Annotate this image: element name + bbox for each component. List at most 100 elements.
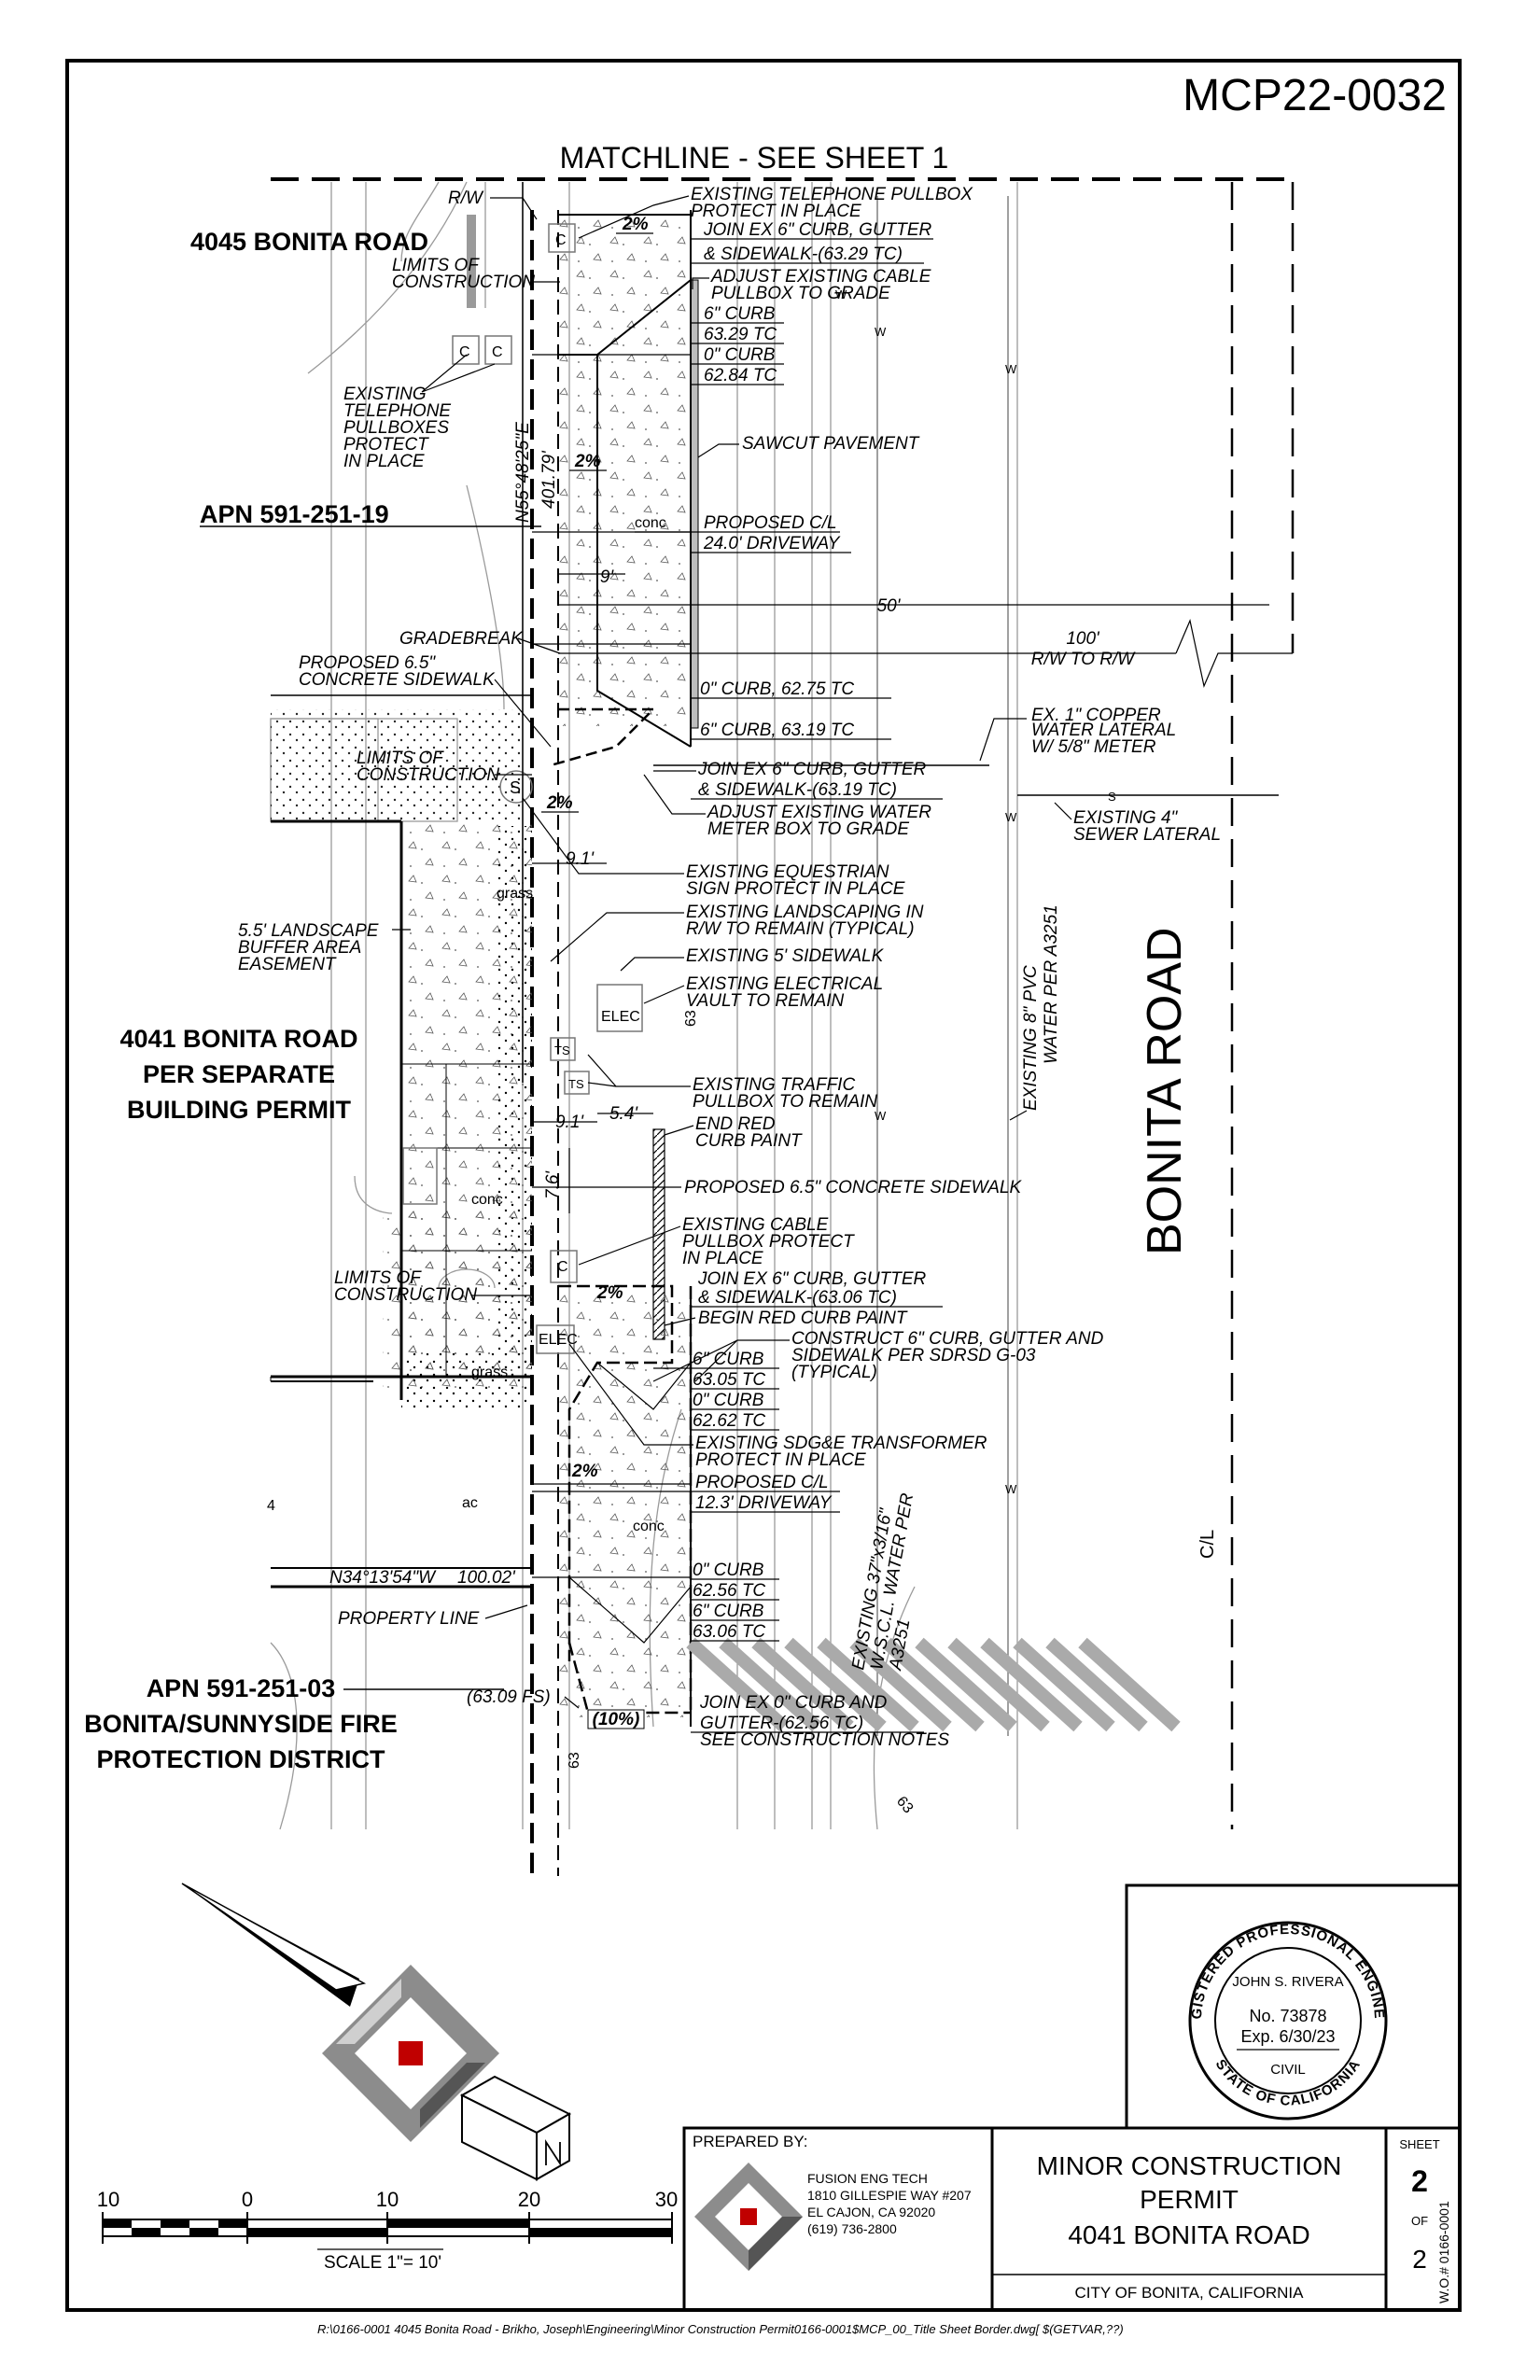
note-pvc-l2: WATER PER A3251 <box>1042 904 1061 1064</box>
centerline-label: C/L <box>1197 1530 1218 1559</box>
s-tag: S <box>1108 790 1116 804</box>
elev-63: 63 <box>893 1794 917 1817</box>
note-join-2-l2: & SIDEWALK-(63.19 TC) <box>698 780 897 800</box>
parcel-4041-l2: PER SEPARATE <box>143 1060 335 1088</box>
note-join-1-l1: JOIN EX 6" CURB, GUTTER <box>703 220 932 240</box>
pullboxes-l4: PROTECT <box>343 435 429 455</box>
apn-19: APN 591-251-19 <box>200 500 389 528</box>
existing-linework <box>270 181 1018 1830</box>
note-cable-l2: PULLBOX TO GRADE <box>711 284 890 303</box>
title-line-1: MINOR CONSTRUCTION <box>1037 2151 1342 2180</box>
w-tag: W <box>835 287 847 301</box>
note-begin-red: BEGIN RED CURB PAINT <box>698 1309 908 1328</box>
fire-district-l2: PROTECTION DISTRICT <box>97 1745 386 1773</box>
title-block-frame <box>682 1883 1462 2312</box>
note-join-2-l1: JOIN EX 6" CURB, GUTTER <box>697 760 927 779</box>
dim-rw-to-rw: R/W TO R/W <box>1031 650 1137 669</box>
scale-tick-20: 20 <box>518 2188 540 2211</box>
limits-2-l2: CONSTRUCTION <box>357 765 499 785</box>
ac-tag: ac <box>462 1495 478 1511</box>
note-meter-l2: METER BOX TO GRADE <box>707 819 909 839</box>
prop-sidewalk-l2: CONCRETE SIDEWALK <box>299 670 496 690</box>
pullboxes-l2: TELEPHONE <box>343 401 451 421</box>
landscape-l2: BUFFER AREA <box>238 938 361 958</box>
note-join-1-l2: & SIDEWALK-(63.29 TC) <box>704 245 903 264</box>
preparer-phone: (619) 736-2800 <box>807 2221 897 2236</box>
pullbox-c: C <box>459 344 470 360</box>
note-equestrian-l1: EXISTING EQUESTRIAN <box>686 862 889 882</box>
slope-2pct: 2% <box>596 1283 623 1303</box>
note-sewer-l1: EXISTING 4" <box>1073 808 1179 828</box>
title-line-3: 4041 BONITA ROAD <box>1068 2220 1309 2249</box>
w-tag: W <box>1005 810 1017 824</box>
elec-tag: ELEC <box>539 1332 578 1348</box>
prop-sidewalk-l1: PROPOSED 6.5" <box>299 653 436 673</box>
parcel-4045: 4045 BONITA ROAD <box>190 228 428 256</box>
dim-9-1ft: 9.1' <box>555 1113 584 1132</box>
note-curb-1a: 6" CURB <box>704 304 776 324</box>
contour-4: 4 <box>267 1498 275 1514</box>
gutter-hatch <box>686 1637 1181 1732</box>
note-end-red-l1: END RED <box>695 1114 776 1134</box>
note-join-4-l3: SEE CONSTRUCTION NOTES <box>700 1730 949 1750</box>
pullbox-c: C <box>557 1259 568 1275</box>
note-cl-12-l1: PROPOSED C/L <box>695 1473 829 1492</box>
limits-1-l2: CONSTRUCTION <box>392 273 535 292</box>
note-curb-1c: 0" CURB <box>704 345 776 365</box>
dim-50ft: 50' <box>877 596 902 616</box>
preparer-address: 1810 GILLESPIE WAY #207 <box>807 2188 972 2203</box>
limits-2-l1: LIMITS OF <box>357 749 444 768</box>
elec-vault: ELEC <box>601 1009 640 1025</box>
w-tag: W <box>1005 362 1017 376</box>
scale-tick-10: 10 <box>376 2188 399 2211</box>
stamp-name: JOHN S. RIVERA <box>1232 1974 1343 1990</box>
distance-bottom: 100.02' <box>457 1568 516 1588</box>
right-callouts: EXISTING TELEPHONE PULLBOX PROTECT IN PL… <box>522 185 1221 1750</box>
prepared-by-header: PREPARED BY: <box>693 2133 807 2150</box>
note-landscaping-l2: R/W TO REMAIN (TYPICAL) <box>686 919 915 939</box>
note-join-3-l2: & SIDEWALK-(63.06 TC) <box>698 1288 897 1308</box>
preparer-city: EL CAJON, CA 92020 <box>807 2205 935 2219</box>
note-curb-2b: 63.05 TC <box>693 1370 765 1390</box>
slope-2pct: 2% <box>546 793 573 813</box>
note-prop-65-sidewalk: PROPOSED 6.5" CONCRETE SIDEWALK <box>684 1178 1022 1197</box>
sheet-total: 2 <box>1412 2245 1427 2274</box>
note-equestrian-l2: SIGN PROTECT IN PLACE <box>686 879 905 899</box>
sheet-label: SHEET <box>1399 2137 1439 2151</box>
ts-tag: TS <box>554 1043 570 1057</box>
pullbox-c: C <box>555 232 567 248</box>
stamp-civil: CIVIL <box>1270 2062 1306 2078</box>
note-meter-l1: ADJUST EXISTING WATER <box>707 803 931 822</box>
preparer-name: FUSION ENG TECH <box>807 2171 928 2186</box>
note-water-lat-l3: W/ 5/8" METER <box>1031 737 1156 757</box>
note-cl-12-l2: 12.3' DRIVEWAY <box>695 1493 833 1513</box>
note-cl-24-l1: PROPOSED C/L <box>704 513 837 533</box>
note-curb-3c: 6" CURB <box>693 1602 764 1621</box>
title-city: CITY OF BONITA, CALIFORNIA <box>1075 2284 1305 2302</box>
sheet-number: 2 <box>1411 2164 1428 2198</box>
note-curb-3d: 63.06 TC <box>693 1622 765 1642</box>
limits-3-l2: CONSTRUCTION <box>334 1285 477 1305</box>
note-cable-l1: ADJUST EXISTING CABLE <box>710 267 931 287</box>
note-6curb-6319: 6" CURB, 63.19 TC <box>700 721 854 740</box>
note-water-lat-l2: WATER LATERAL <box>1031 721 1176 740</box>
slope-2pct: 2% <box>622 215 649 234</box>
scale-bar <box>102 2212 673 2250</box>
property-line: PROPERTY LINE <box>338 1609 480 1629</box>
note-join-4-l2: GUTTER-(62.56 TC) <box>700 1714 863 1733</box>
driveway-12 <box>558 1288 691 1717</box>
sheet-of: OF <box>1411 2214 1428 2228</box>
stamp-exp: Exp. 6/30/23 <box>1240 2027 1335 2046</box>
slope-2pct: 2% <box>574 452 601 471</box>
grass-tag: grass <box>497 886 533 902</box>
preparer-logo-icon <box>694 2163 803 2271</box>
dimension-lines <box>532 573 1293 1213</box>
note-curb-1d: 62.84 TC <box>704 366 777 385</box>
w-tag: W <box>1005 1482 1017 1496</box>
fs-elev: (63.09 FS) <box>467 1687 551 1707</box>
apn-03: APN 591-251-03 <box>147 1674 336 1702</box>
parcel-4041-l3: BUILDING PERMIT <box>127 1096 352 1124</box>
note-water-lat-l1: EX. 1" COPPER <box>1031 706 1161 725</box>
note-0curb-6275: 0" CURB, 62.75 TC <box>700 679 854 699</box>
note-construct-l2: SIDEWALK PER SDRSD G-03 <box>791 1346 1036 1365</box>
